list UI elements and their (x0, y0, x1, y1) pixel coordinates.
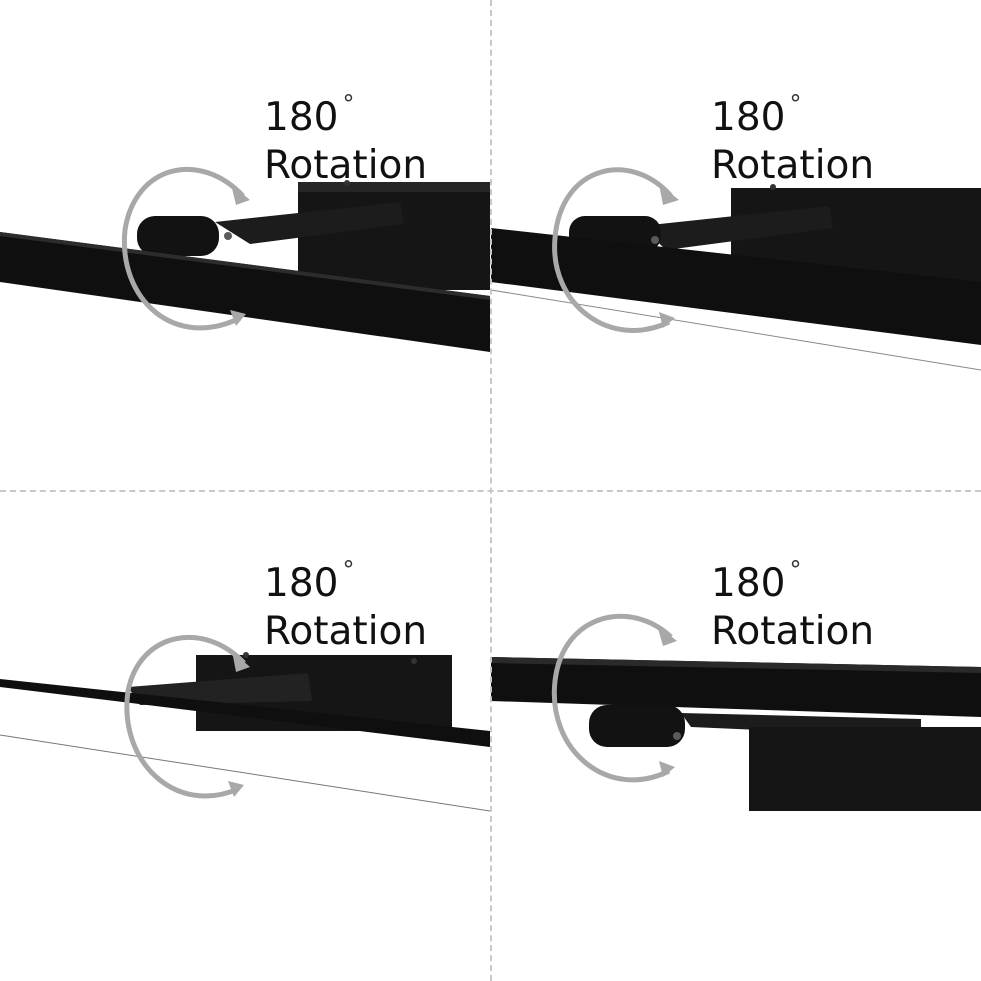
wall-mount-plate (749, 727, 981, 811)
panel-top-left: 180° Rotation (0, 0, 490, 490)
rotation-label: 180° Rotation (711, 80, 874, 190)
angle-value: 180 (264, 95, 339, 140)
lamp-illustration (491, 613, 981, 811)
panel-top-right: 180° Rotation (491, 0, 981, 490)
hinge-joint (589, 705, 685, 747)
degree-symbol: ° (789, 90, 802, 118)
rotation-caption: Rotation (711, 143, 875, 188)
swivel-arm (641, 206, 833, 250)
horizontal-divider (0, 490, 981, 492)
rotation-caption: Rotation (264, 609, 428, 654)
swivel-arm (128, 673, 312, 705)
rotation-label: 180° Rotation (264, 546, 427, 656)
degree-symbol: ° (342, 556, 355, 584)
rotation-arrow-icon (121, 167, 245, 331)
rotation-arrow-icon (124, 634, 246, 799)
light-bar (491, 228, 981, 345)
degree-symbol: ° (342, 90, 355, 118)
angle-value: 180 (711, 561, 786, 606)
rotation-label: 180° Rotation (711, 546, 874, 656)
panel-bottom-right: 180° Rotation (491, 491, 981, 981)
hinge-joint (137, 216, 219, 256)
rotation-caption: Rotation (711, 609, 875, 654)
degree-symbol: ° (789, 556, 802, 584)
rotation-caption: Rotation (264, 143, 428, 188)
panel-bottom-left: 180° Rotation (0, 491, 490, 981)
light-bar (0, 679, 490, 747)
rotation-arrow-icon (551, 613, 673, 783)
lamp-illustration (491, 167, 981, 371)
angle-value: 180 (711, 95, 786, 140)
rotation-label: 180° Rotation (264, 80, 427, 190)
angle-value: 180 (264, 561, 339, 606)
rotation-arrow-icon (552, 167, 673, 333)
light-bar (491, 657, 981, 717)
swivel-arm (215, 202, 404, 244)
wall-mount-plate (298, 182, 490, 290)
light-bar (0, 232, 490, 352)
lamp-illustration (0, 634, 490, 812)
lamp-illustration (0, 167, 490, 352)
